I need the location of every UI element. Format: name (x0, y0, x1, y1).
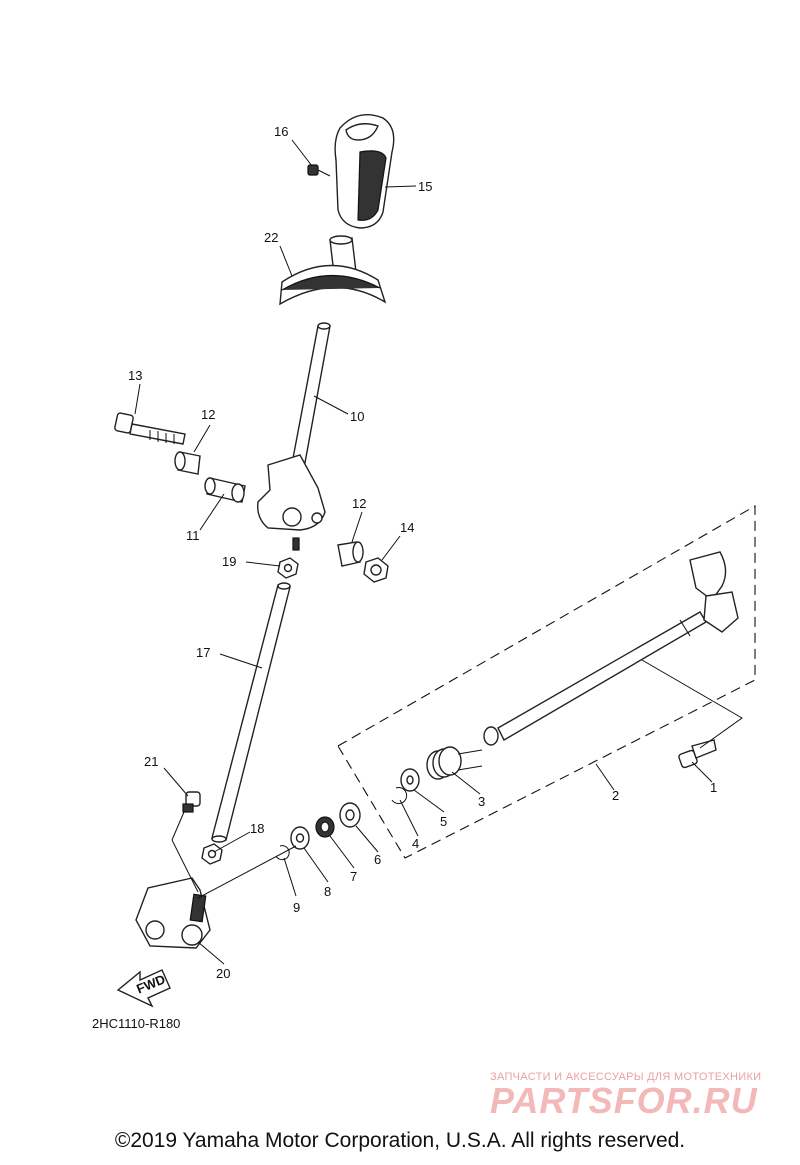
callout-16: 16 (274, 124, 288, 139)
leader-lines (134, 139, 713, 965)
part-17-shift-rod (211, 582, 291, 843)
callout-7: 7 (350, 869, 357, 884)
callout-8: 8 (324, 884, 331, 899)
part-19-nut (277, 557, 299, 579)
callout-14: 14 (400, 520, 414, 535)
alignment-line (171, 839, 199, 893)
part-11-bushing (204, 477, 246, 503)
part-22-shift-boot (279, 235, 387, 306)
callout-20: 20 (216, 966, 230, 981)
callout-6: 6 (374, 852, 381, 867)
part-8-washer (290, 826, 310, 850)
fwd-arrow: FWD (116, 969, 171, 1008)
part-2-shift-shaft (483, 551, 739, 746)
callout-12-lower: 12 (352, 496, 366, 511)
callout-21: 21 (144, 754, 158, 769)
callout-11: 11 (186, 528, 200, 543)
part-3-spring (426, 746, 483, 780)
assembly-group-boundary (337, 505, 756, 859)
callout-17: 17 (196, 645, 210, 660)
watermark-tagline: ЗАПЧАСТИ И АКСЕССУАРЫ ДЛЯ МОТОТЕХНИКИ (490, 1071, 762, 1083)
callout-10: 10 (350, 409, 364, 424)
drawing-code: 2HC1110-R180 (92, 1016, 181, 1031)
part-1-bolt (678, 739, 717, 769)
part-21-bolt (182, 791, 201, 813)
callout-3: 3 (478, 794, 485, 809)
part-12-collar-lower (337, 541, 364, 567)
part-14-nut (363, 557, 389, 583)
part-20-rod-end-joint (135, 877, 211, 949)
part-16-screw (307, 164, 331, 177)
callout-4: 4 (412, 836, 419, 851)
part-9-circlip (275, 845, 290, 861)
callout-5: 5 (440, 814, 447, 829)
part-18-nut (201, 843, 223, 865)
part-15-shift-knob (334, 114, 395, 229)
part-10-shift-lever (257, 322, 331, 551)
part-13-bolt (114, 412, 186, 445)
part-7-oil-seal (315, 816, 335, 838)
part-6-washer (339, 802, 361, 828)
part-4-circlip (391, 787, 408, 804)
callout-13: 13 (128, 368, 142, 383)
callout-9: 9 (293, 900, 300, 915)
callout-1: 1 (710, 780, 717, 795)
callout-2: 2 (612, 788, 619, 803)
alignment-line (171, 811, 185, 841)
copyright-notice: ©2019 Yamaha Motor Corporation, U.S.A. A… (114, 1129, 686, 1152)
watermark-brand: PARTSFOR.RU (490, 1080, 758, 1121)
alignment-line (641, 659, 743, 749)
callout-19: 19 (222, 554, 236, 569)
callout-22: 22 (264, 230, 278, 245)
part-5-washer (400, 768, 420, 792)
alignment-line (197, 845, 297, 899)
callout-18: 18 (250, 821, 264, 836)
part-12-collar-upper (174, 451, 201, 475)
callout-15: 15 (418, 179, 432, 194)
callout-12-upper: 12 (201, 407, 215, 422)
